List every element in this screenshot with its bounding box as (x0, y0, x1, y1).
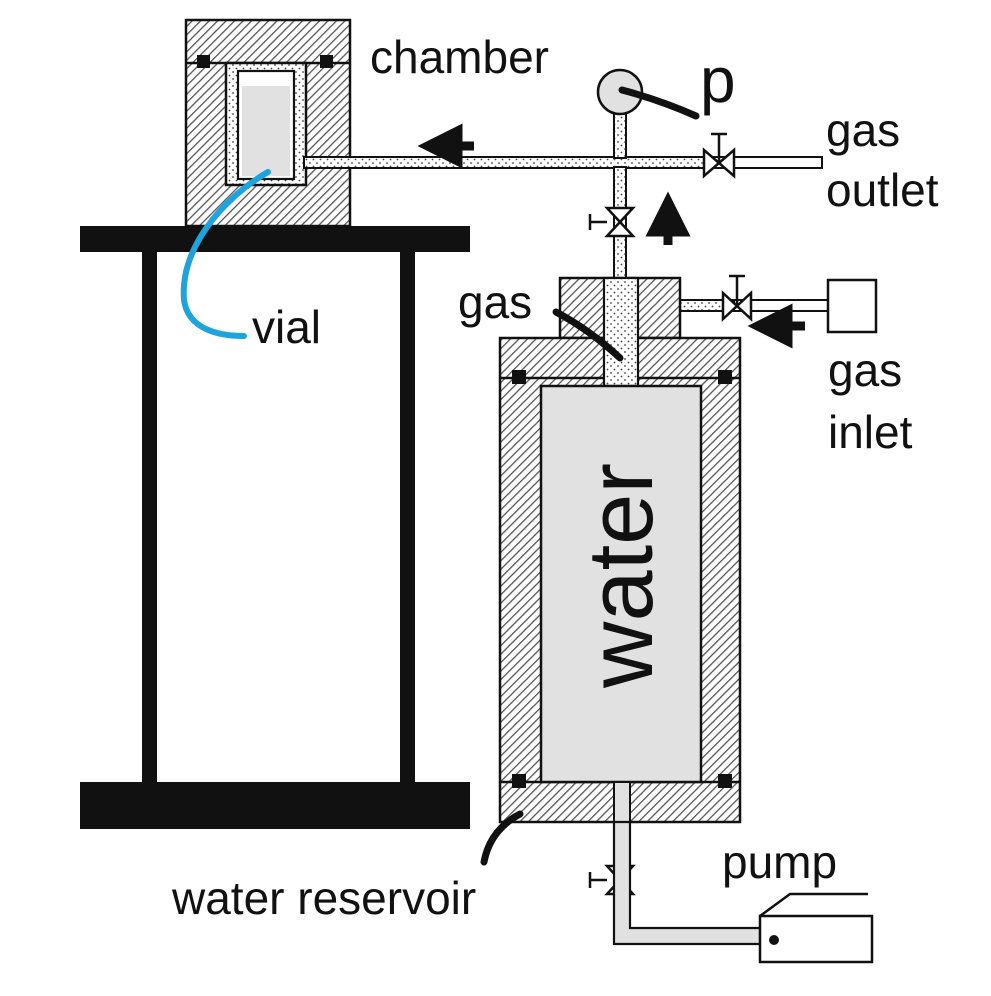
reservoir-water (539, 384, 703, 784)
label-pump: pump (722, 836, 837, 888)
reservoir-gas-passage (602, 276, 640, 388)
label-water: water (570, 463, 672, 689)
stand-bottom-plate (80, 782, 470, 829)
stand-frame (80, 226, 470, 829)
stand-right-post (400, 252, 415, 782)
reservoir-seal-top-left (512, 370, 526, 384)
water-reservoir (498, 276, 742, 824)
pipe-gauge-stem (613, 107, 627, 159)
gauge-leader (618, 86, 700, 120)
label-vial: vial (252, 301, 321, 353)
water-reservoir-leader (480, 810, 524, 866)
gas-inlet-box (826, 278, 878, 334)
reservoir-seal-bottom-right (718, 774, 732, 788)
stand-left-post (142, 252, 157, 782)
label-gas-inlet-2: inlet (828, 406, 913, 458)
reservoir-water-outlet (613, 781, 631, 823)
reservoir-seal-bottom-left (512, 774, 526, 788)
chamber-seal-left (197, 55, 210, 68)
valve-gauge-line (588, 206, 636, 238)
reservoir-seal-top-right (718, 370, 732, 384)
pressure-gauge (596, 68, 700, 120)
label-gas-inlet-1: gas (828, 344, 902, 396)
chamber (184, 18, 352, 228)
pump (758, 892, 874, 964)
label-water-reservoir: water reservoir (171, 872, 476, 924)
label-chamber: chamber (370, 31, 549, 83)
chamber-seal-right (320, 55, 333, 68)
pump-indicator (769, 935, 779, 945)
stand-top-plate (80, 226, 470, 252)
flow-arrows (417, 123, 805, 349)
vial-pointer-line (180, 169, 271, 339)
valve-inlet (721, 274, 753, 322)
gas-leader (552, 308, 624, 362)
label-gas: gas (458, 276, 532, 328)
vial-liquid (242, 86, 290, 176)
label-pressure: p (700, 44, 736, 116)
label-gas-outlet-1: gas (826, 104, 900, 156)
pipe-chamber-to-tee (303, 156, 713, 169)
label-gas-outlet-2: outlet (826, 164, 939, 216)
pump-handle (759, 892, 868, 918)
valve-outlet (702, 132, 736, 179)
